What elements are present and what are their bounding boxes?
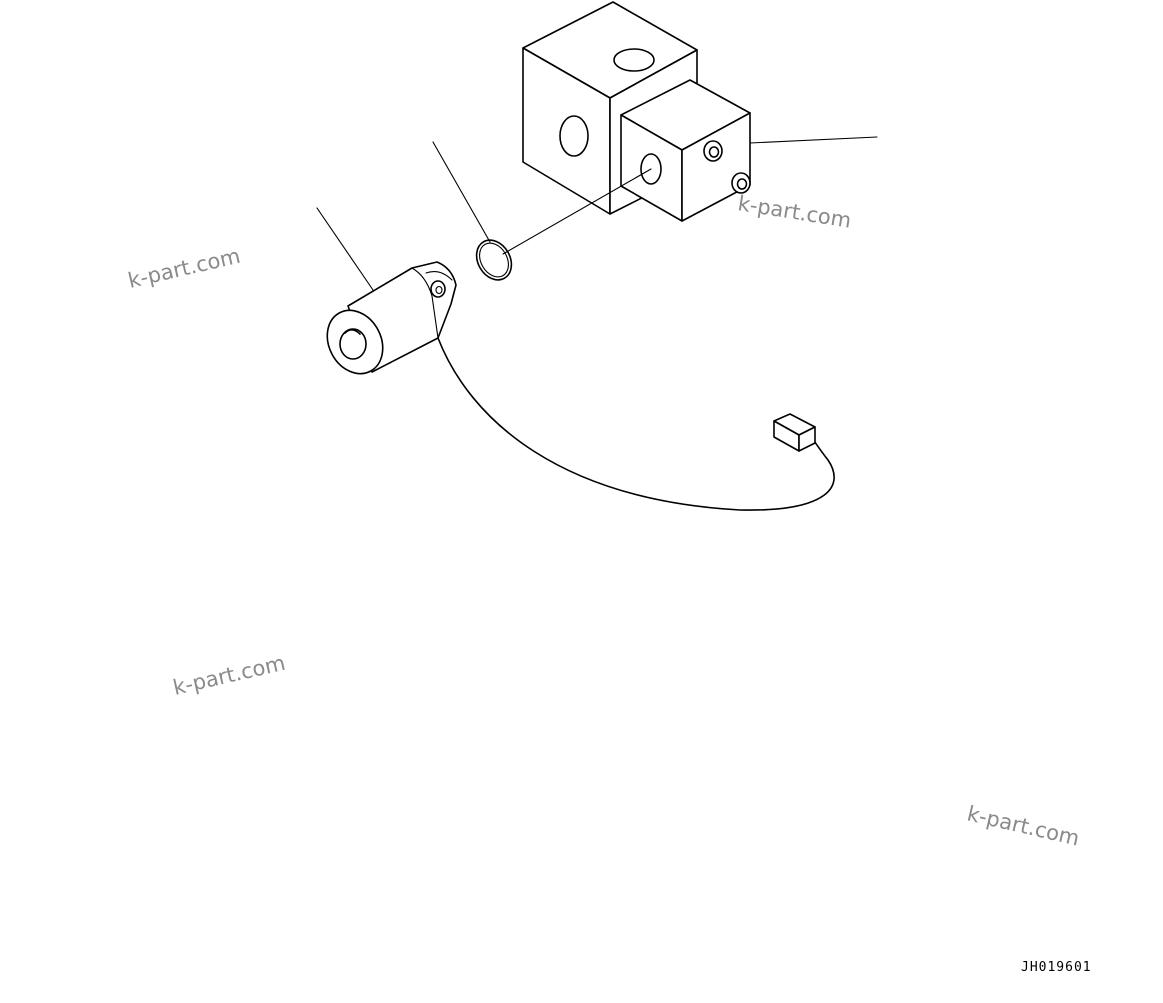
wire-harness <box>437 337 835 511</box>
solenoid-valve-block <box>620 79 751 222</box>
fitting-upper <box>703 140 723 162</box>
watermark-text: k-part.com <box>965 801 1082 850</box>
valve-body-top-port <box>613 48 655 72</box>
drawing-code: JH019601 <box>1021 960 1092 975</box>
leader-line-oring <box>432 141 491 243</box>
watermark-text: k-part.com <box>736 191 853 233</box>
fitting-lower <box>731 172 751 194</box>
coil-center-boss <box>339 328 367 360</box>
o-ring <box>475 239 513 281</box>
watermark-text: k-part.com <box>171 651 288 700</box>
solenoid-coil <box>326 261 457 375</box>
leader-line-valve <box>749 136 878 144</box>
assembly-center-line <box>502 168 652 255</box>
solenoid-port <box>640 153 662 185</box>
electrical-connector <box>773 413 816 452</box>
watermark-text: k-part.com <box>126 244 243 293</box>
coil-terminal <box>430 280 446 298</box>
valve-body-side-port <box>559 115 589 157</box>
leader-line-coil <box>316 207 374 291</box>
